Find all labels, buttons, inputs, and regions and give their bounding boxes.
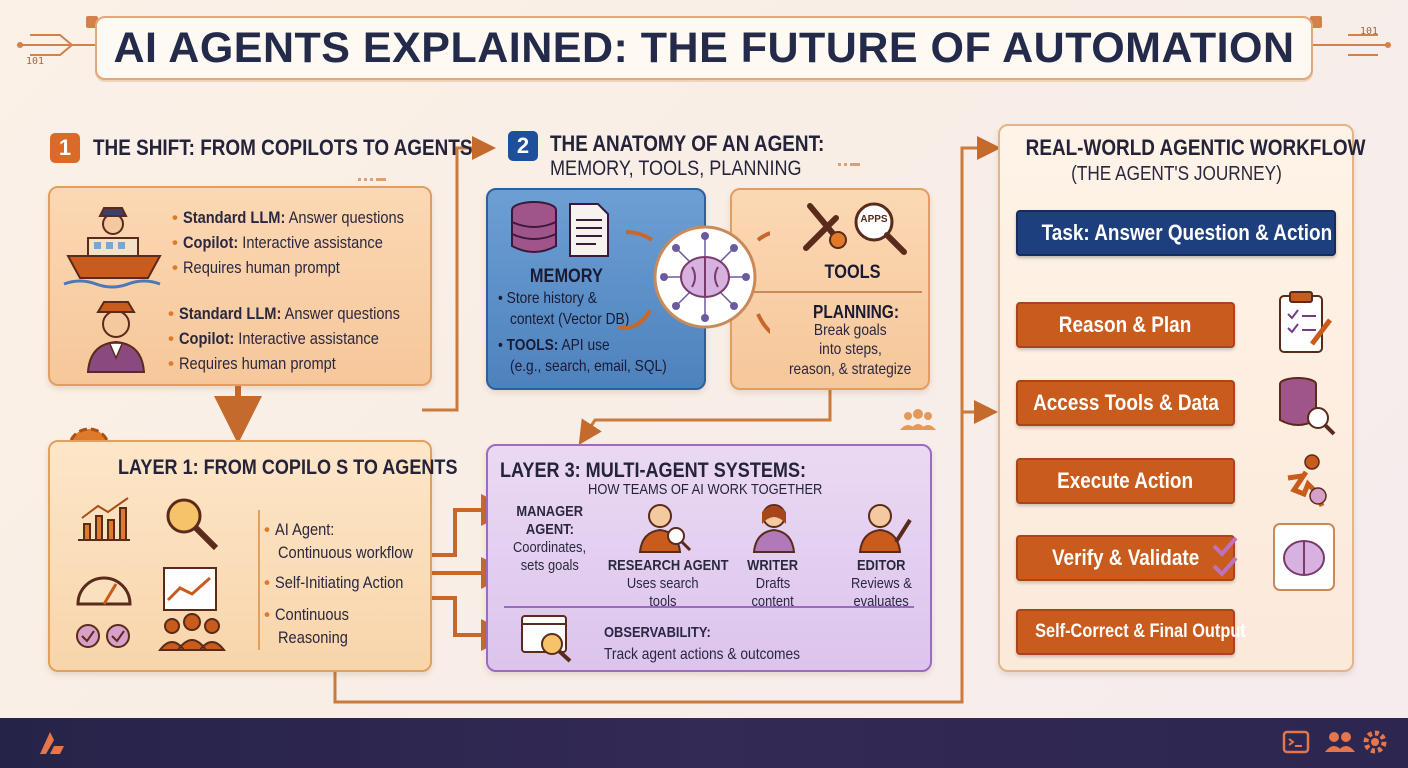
shift-list-item: •Copilot: Interactive assistance <box>172 233 383 252</box>
shift-list-item: •Standard LLM: Answer questions <box>168 304 400 323</box>
layer1-item: •AI Agent: <box>264 520 335 539</box>
section-number-1: 1 <box>50 133 80 163</box>
layer1-item-sub: Reasoning <box>278 628 348 647</box>
brain-validate-icon <box>1273 523 1335 591</box>
runner-icon <box>1287 454 1327 507</box>
workflow-side-icons <box>1273 291 1336 591</box>
team-icon <box>157 613 227 651</box>
layer1-header: LAYER 1: FROM COPILO S TO AGENTS <box>118 456 458 479</box>
shift-list-item: •Copilot: Interactive assistance <box>168 329 379 348</box>
shift-list-item: •Standard LLM: Answer questions <box>172 208 404 227</box>
gauge-icon <box>76 576 132 606</box>
captain-icon <box>86 301 146 373</box>
layer1-item-sub: Continuous workflow <box>278 543 413 562</box>
screen-chart-icon <box>163 567 217 611</box>
clipboard-icon <box>1279 291 1332 353</box>
writer-agent-desc: Drafts <box>755 575 791 592</box>
planning-line: Break goals <box>813 322 887 339</box>
footer-band <box>0 718 1408 768</box>
check-icons <box>76 624 130 648</box>
memory-title: MEMORY <box>529 266 603 287</box>
tools-title: TOOLS <box>824 262 881 283</box>
anatomy-header-line2: MEMORY, TOOLS, PLANNING <box>550 157 802 180</box>
manager-desc: Coordinates, <box>513 539 587 556</box>
settings-gear-icon[interactable] <box>1362 729 1388 755</box>
workflow-step-reason-plan: Reason & Plan <box>1016 302 1235 348</box>
layer1-item: •Continuous <box>264 605 349 624</box>
title-frame <box>95 16 1313 80</box>
tools-api-example: (e.g., search, email, SQL) <box>510 358 667 375</box>
research-agent-icon <box>638 504 692 553</box>
terminal-icon[interactable] <box>1282 730 1310 754</box>
workflow-header-line2: (THE AGENT'S JOURNEY) <box>1070 163 1282 185</box>
manager-desc: sets goals <box>520 557 580 574</box>
database-search-icon <box>1279 377 1336 436</box>
research-agent-title: RESEARCH AGENT <box>607 557 729 574</box>
anatomy-header-line1: THE ANATOMY OF AN AGENT: <box>550 131 825 156</box>
workflow-step-execute: Execute Action <box>1016 458 1235 504</box>
layer3-subheader: HOW TEAMS OF AI WORK TOGETHER <box>588 481 823 498</box>
task-box: Task: Answer Question & Action <box>1016 210 1336 256</box>
research-agent-desc: Uses search <box>627 575 699 592</box>
writer-agent-desc: content <box>751 593 795 610</box>
planning-line: reason, & strategize <box>788 361 912 378</box>
magnifier-chart-icon <box>166 498 219 551</box>
observability-screen-icon <box>521 615 572 663</box>
planning-line: into steps, <box>818 341 882 358</box>
layer1-divider <box>258 510 260 650</box>
editor-agent-desc: evaluates <box>853 593 909 610</box>
editor-agent-title: EDITOR <box>856 557 906 574</box>
manager-title-line2: AGENT: <box>525 521 575 538</box>
editor-agent-icon <box>858 504 912 553</box>
memory-item: context (Vector DB) <box>510 311 630 328</box>
ship-captain-icon <box>63 207 162 289</box>
page-title: AI AGENTS EXPLAINED: THE FUTURE OF AUTOM… <box>113 24 1295 72</box>
memory-item: • Store history & <box>498 290 597 307</box>
workflow-step-verify: Verify & Validate <box>1016 535 1235 581</box>
dashboard-icons <box>76 497 227 651</box>
verify-check-icon <box>1212 536 1238 577</box>
observability-title: OBSERVABILITY: <box>604 624 711 641</box>
writer-agent-title: WRITER <box>747 557 799 574</box>
shift-list-item: •Requires human prompt <box>172 258 340 277</box>
editor-agent-desc: Reviews & <box>850 575 912 592</box>
tools-divider <box>742 291 922 293</box>
users-icon[interactable] <box>1324 730 1356 754</box>
tools-api-item: • TOOLS: API use <box>498 337 610 354</box>
brain-network-icon <box>653 225 757 329</box>
shift-list-item: •Requires human prompt <box>168 354 336 373</box>
layer1-item: •Self-Initiating Action <box>264 573 404 592</box>
brain-connector-arrows <box>617 230 770 335</box>
writer-agent-icon <box>752 504 796 553</box>
workflow-step-self-correct: Self-Correct & Final Output <box>1016 609 1246 655</box>
shift-header: THE SHIFT: FROM COPILOTS TO AGENTS <box>93 135 473 160</box>
observability-divider <box>504 606 914 608</box>
layer3-header: LAYER 3: MULTI-AGENT SYSTEMS: <box>500 459 807 482</box>
binary-decoration-left: 101 <box>26 56 45 67</box>
section-number-2: 2 <box>508 131 538 161</box>
research-agent-desc: tools <box>649 593 677 610</box>
binary-decoration-right: 101 <box>1360 26 1379 37</box>
wrench-gear-search-icon <box>803 202 907 255</box>
observability-desc: Track agent actions & outcomes <box>604 646 801 663</box>
database-document-icon <box>511 201 609 257</box>
manager-title-line1: MANAGER <box>516 503 584 520</box>
bar-chart-icon <box>78 497 130 541</box>
workflow-header-line1: REAL-WORLD AGENTIC WORKFLOW <box>1025 135 1366 160</box>
logo-icon <box>40 732 64 754</box>
planning-title: PLANNING: <box>813 302 899 322</box>
workflow-step-access-tools: Access Tools & Data <box>1016 380 1235 426</box>
apps-label: APPS <box>860 214 888 225</box>
team-small-icon <box>900 409 936 430</box>
